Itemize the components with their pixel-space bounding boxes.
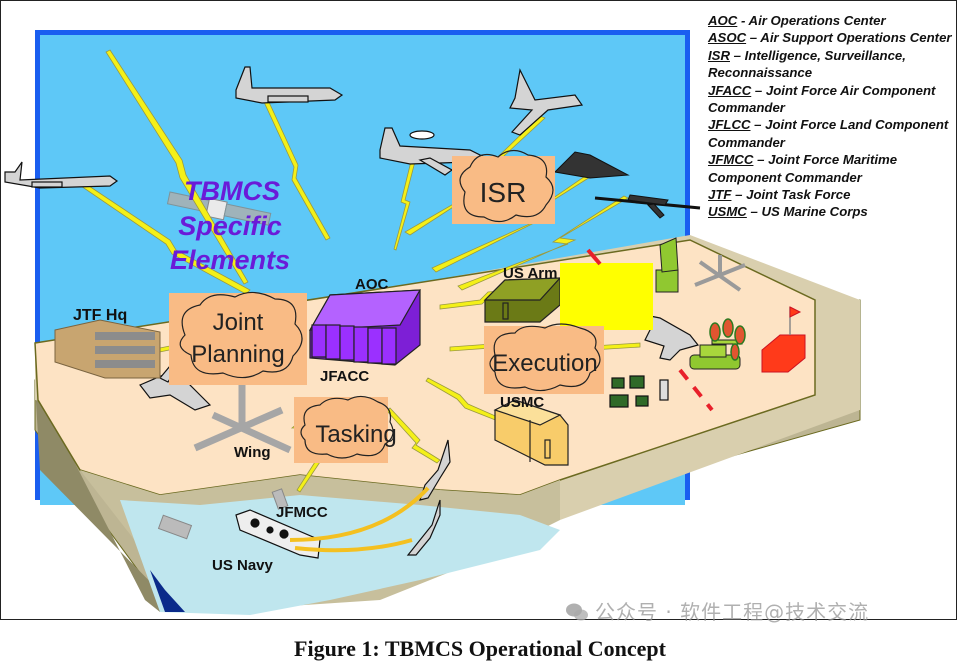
usmc-building-icon — [493, 399, 569, 466]
yellow-redaction-box — [560, 263, 653, 330]
jtf-hq-building-icon — [54, 319, 161, 379]
legend-item: JTF – Joint Task Force — [708, 187, 851, 203]
legend-item: USMC – US Marine Corps — [708, 204, 868, 220]
legend-item: JFMCC – Joint Force Maritime Component C… — [708, 152, 898, 185]
legend-item: AOC - Air Operations Center — [708, 13, 886, 28]
legend-item: JFLCC – Joint Force Land Component Comma… — [708, 117, 949, 150]
legend-item: ASOC – Air Support Operations Center — [708, 30, 952, 46]
tanker-aircraft-icon — [235, 66, 344, 104]
jfacc-label: JFACC — [320, 368, 369, 385]
svg-text:Execution: Execution — [492, 350, 597, 377]
aircraft-carrier-icon — [235, 509, 321, 559]
comm-bolt — [105, 49, 249, 285]
aoc-building-icon — [308, 289, 422, 366]
launch-path — [294, 538, 413, 553]
tbmcs-title: TBMCS Specific Elements — [170, 176, 290, 275]
jtf-hq-label: JTF Hq — [73, 307, 127, 324]
runway-wing-icon — [193, 385, 292, 454]
joint-planning-cloud: Joint Planning — [169, 291, 307, 385]
us-army-label: US Arm — [503, 265, 557, 282]
radar-dish-icon — [655, 237, 679, 293]
execution-cloud: Execution — [484, 323, 604, 394]
tasking-cloud: Tasking — [294, 395, 397, 463]
comm-bolt — [263, 99, 331, 241]
hq-tent-flag-icon — [761, 306, 806, 373]
isr-cloud: ISR — [452, 149, 555, 224]
svg-text:Elements: Elements — [170, 245, 290, 275]
stealth-fighter-icon — [553, 151, 630, 179]
soldiers-icon — [709, 318, 746, 361]
comm-bolt — [457, 195, 629, 291]
svg-text:Specific: Specific — [178, 211, 282, 241]
legend-item: JFACC – Joint Force Air Component Comman… — [708, 82, 936, 116]
tank-icon — [689, 339, 743, 370]
uav-drone-icon — [594, 194, 701, 219]
svg-text:Planning: Planning — [191, 341, 284, 368]
figure-caption: Figure 1: TBMCS Operational Concept — [294, 636, 666, 661]
boundary-dash — [678, 368, 714, 412]
usmc-label: USMC — [500, 394, 544, 411]
artillery-units-icon — [609, 375, 669, 408]
jfmcc-label: JFMCC — [276, 504, 328, 521]
recon-jet-icon — [509, 68, 584, 136]
boundary-dash — [586, 248, 602, 266]
isr-cloud-label: ISR — [480, 177, 527, 208]
bomber-aircraft-icon — [4, 161, 119, 189]
svg-text:TBMCS: TBMCS — [184, 176, 280, 206]
wechat-icon — [566, 603, 588, 621]
svg-text:Joint: Joint — [213, 309, 264, 336]
svg-text:Tasking: Tasking — [315, 421, 396, 448]
watermark: 公众号 · 软件工程@技术交流 — [565, 596, 869, 625]
pier — [271, 488, 289, 510]
pier — [157, 514, 193, 540]
aoc-label: AOC — [355, 276, 389, 293]
deep-water-corner — [150, 570, 185, 612]
awacs-aircraft-icon — [379, 127, 484, 176]
carrier-jet-icon — [406, 439, 451, 556]
aircraft-group — [4, 66, 700, 556]
wing-label: Wing — [234, 444, 271, 461]
airfield-icon — [694, 255, 746, 292]
legend-item: ISR – Intelligence, Surveillance, Reconn… — [708, 47, 906, 81]
us-navy-label: US Navy — [212, 557, 274, 574]
acronym-legend: AOC - Air Operations Center ASOC – Air S… — [708, 12, 953, 221]
fighter-jet-icon — [644, 314, 700, 361]
us-army-building-icon — [483, 277, 562, 323]
comm-bolt — [386, 407, 441, 464]
sea-water — [120, 495, 560, 615]
launch-path — [289, 486, 430, 542]
